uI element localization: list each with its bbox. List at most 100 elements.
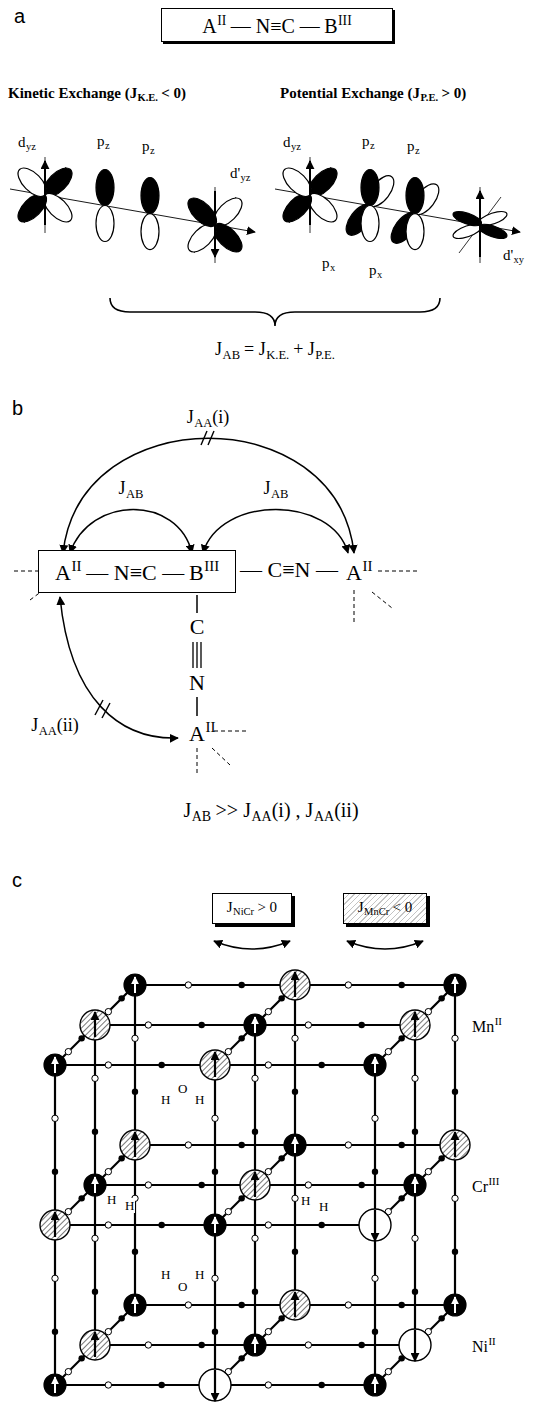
coupling-label: JAA(i) — [187, 408, 230, 429]
spin-arrow — [214, 1052, 216, 1077]
ni-ion — [240, 1170, 270, 1200]
cyanide-bridge — [414, 1185, 416, 1345]
nitrogen-atom — [238, 1302, 244, 1308]
coupling-label: JAA(ii) — [31, 716, 79, 737]
nitrogen-atom — [398, 1195, 404, 1201]
cyanide-bridge — [454, 1145, 456, 1305]
cr-ion — [124, 1294, 146, 1316]
cyanide-bridge — [54, 1065, 56, 1225]
coupling-arc — [63, 438, 354, 553]
nitrogen-atom — [438, 1315, 444, 1321]
subscript-text: K.E. — [138, 92, 158, 103]
cr-ion — [284, 1134, 306, 1156]
nitrogen-atom — [372, 1328, 378, 1334]
nitrogen-atom — [118, 1315, 124, 1321]
orbital-label: dyz — [18, 135, 36, 152]
nitrogen-atom — [398, 1302, 404, 1308]
label-text: B — [189, 560, 204, 585]
nitrogen-atom — [398, 982, 404, 988]
nitrogen-atom — [158, 1382, 164, 1388]
spin-arrow — [414, 1330, 416, 1361]
carbon-atom — [372, 1275, 378, 1281]
spin-arrow — [134, 1297, 136, 1313]
spin-arrow — [94, 1177, 96, 1193]
coupling-arrow — [347, 941, 423, 949]
cr-ion — [44, 1054, 66, 1076]
nitrogen-atom — [398, 1142, 404, 1148]
subscript-text: AB — [126, 487, 144, 501]
nitrogen-atom — [278, 1155, 284, 1161]
spin-arrow — [374, 1210, 376, 1241]
p-orbital — [406, 178, 424, 250]
nitrogen-atom — [318, 1382, 324, 1388]
carbon-atom — [385, 1368, 391, 1374]
label-text: d — [18, 134, 26, 150]
nitrogen-atom — [372, 1168, 378, 1174]
spin-arrow — [454, 1297, 456, 1313]
label-text: p — [142, 138, 150, 154]
cr-ion — [244, 1334, 266, 1356]
spin-arrow — [254, 1172, 256, 1197]
carbon-atom — [412, 1235, 418, 1241]
subscript-text: AA — [314, 809, 334, 824]
atom-label: H — [124, 1199, 135, 1212]
nitrogen-atom — [132, 1088, 138, 1094]
break-mark — [102, 703, 110, 718]
spin-arrow — [214, 1217, 216, 1233]
spin-arrow — [134, 977, 136, 993]
p-orbital — [96, 170, 114, 242]
panel-letter: b — [12, 398, 23, 418]
label-text: Ni — [472, 1338, 488, 1355]
label-text: (ii) — [57, 715, 79, 735]
break-mark — [95, 700, 103, 715]
subscript-text: AA — [194, 416, 212, 430]
lattice-dash — [214, 731, 248, 732]
superscript-text: II — [488, 1335, 495, 1347]
subscript-text: AB — [271, 487, 289, 501]
label-text: Kinetic Exchange (J — [8, 85, 137, 101]
nitrogen-atom — [92, 1288, 98, 1294]
ion-label: MnII — [472, 1016, 502, 1035]
orbital-label: d'xy — [503, 248, 524, 265]
ni-ion — [280, 1290, 310, 1320]
ni-ion — [200, 1050, 230, 1080]
z-axis — [310, 157, 311, 233]
subscript-text: K.E. — [266, 348, 289, 362]
spin-arrow — [374, 1377, 376, 1393]
carbon-atom — [185, 982, 191, 988]
label-text: d — [283, 134, 291, 150]
chain-scheme — [14, 431, 420, 775]
nitrogen-atom — [252, 1128, 258, 1134]
label-text: a — [14, 5, 25, 27]
nitrogen-atom — [212, 1168, 218, 1174]
label-text: A — [346, 560, 362, 585]
cyanide-bridge — [454, 985, 456, 1145]
carbon-atom — [452, 1195, 458, 1201]
label-text: > 0) — [441, 85, 466, 101]
spin-arrow — [294, 972, 296, 997]
label-text: = J — [244, 339, 266, 359]
superscript-text: II — [362, 558, 372, 574]
nitrogen-atom — [158, 1222, 164, 1228]
z-axis — [480, 187, 481, 263]
subscript-text: MnCr — [364, 906, 389, 917]
nitrogen-atom — [198, 1022, 204, 1028]
superscript-text: II — [495, 1015, 502, 1027]
carbon-atom — [265, 1382, 271, 1388]
cr-ion — [204, 1214, 226, 1236]
subscript-text: z — [150, 145, 155, 156]
formula-box: AII— N≡C —BIII — [161, 8, 392, 42]
subscript-text: AA — [251, 809, 271, 824]
atom-label: H — [160, 1268, 171, 1281]
section-heading: Kinetic Exchange (JK.E.< 0) — [8, 86, 186, 103]
orbital-lobe — [96, 206, 114, 242]
cyanide-bridge — [135, 1144, 295, 1146]
subscript-text: x — [377, 269, 382, 280]
cyanide-bridge — [95, 1184, 255, 1186]
cyanide-bridge — [135, 1304, 295, 1306]
atom-label: H — [318, 1200, 329, 1213]
nitrogen-atom — [132, 1248, 138, 1254]
nitrogen-atom — [412, 1288, 418, 1294]
spin-arrow — [414, 1177, 416, 1193]
